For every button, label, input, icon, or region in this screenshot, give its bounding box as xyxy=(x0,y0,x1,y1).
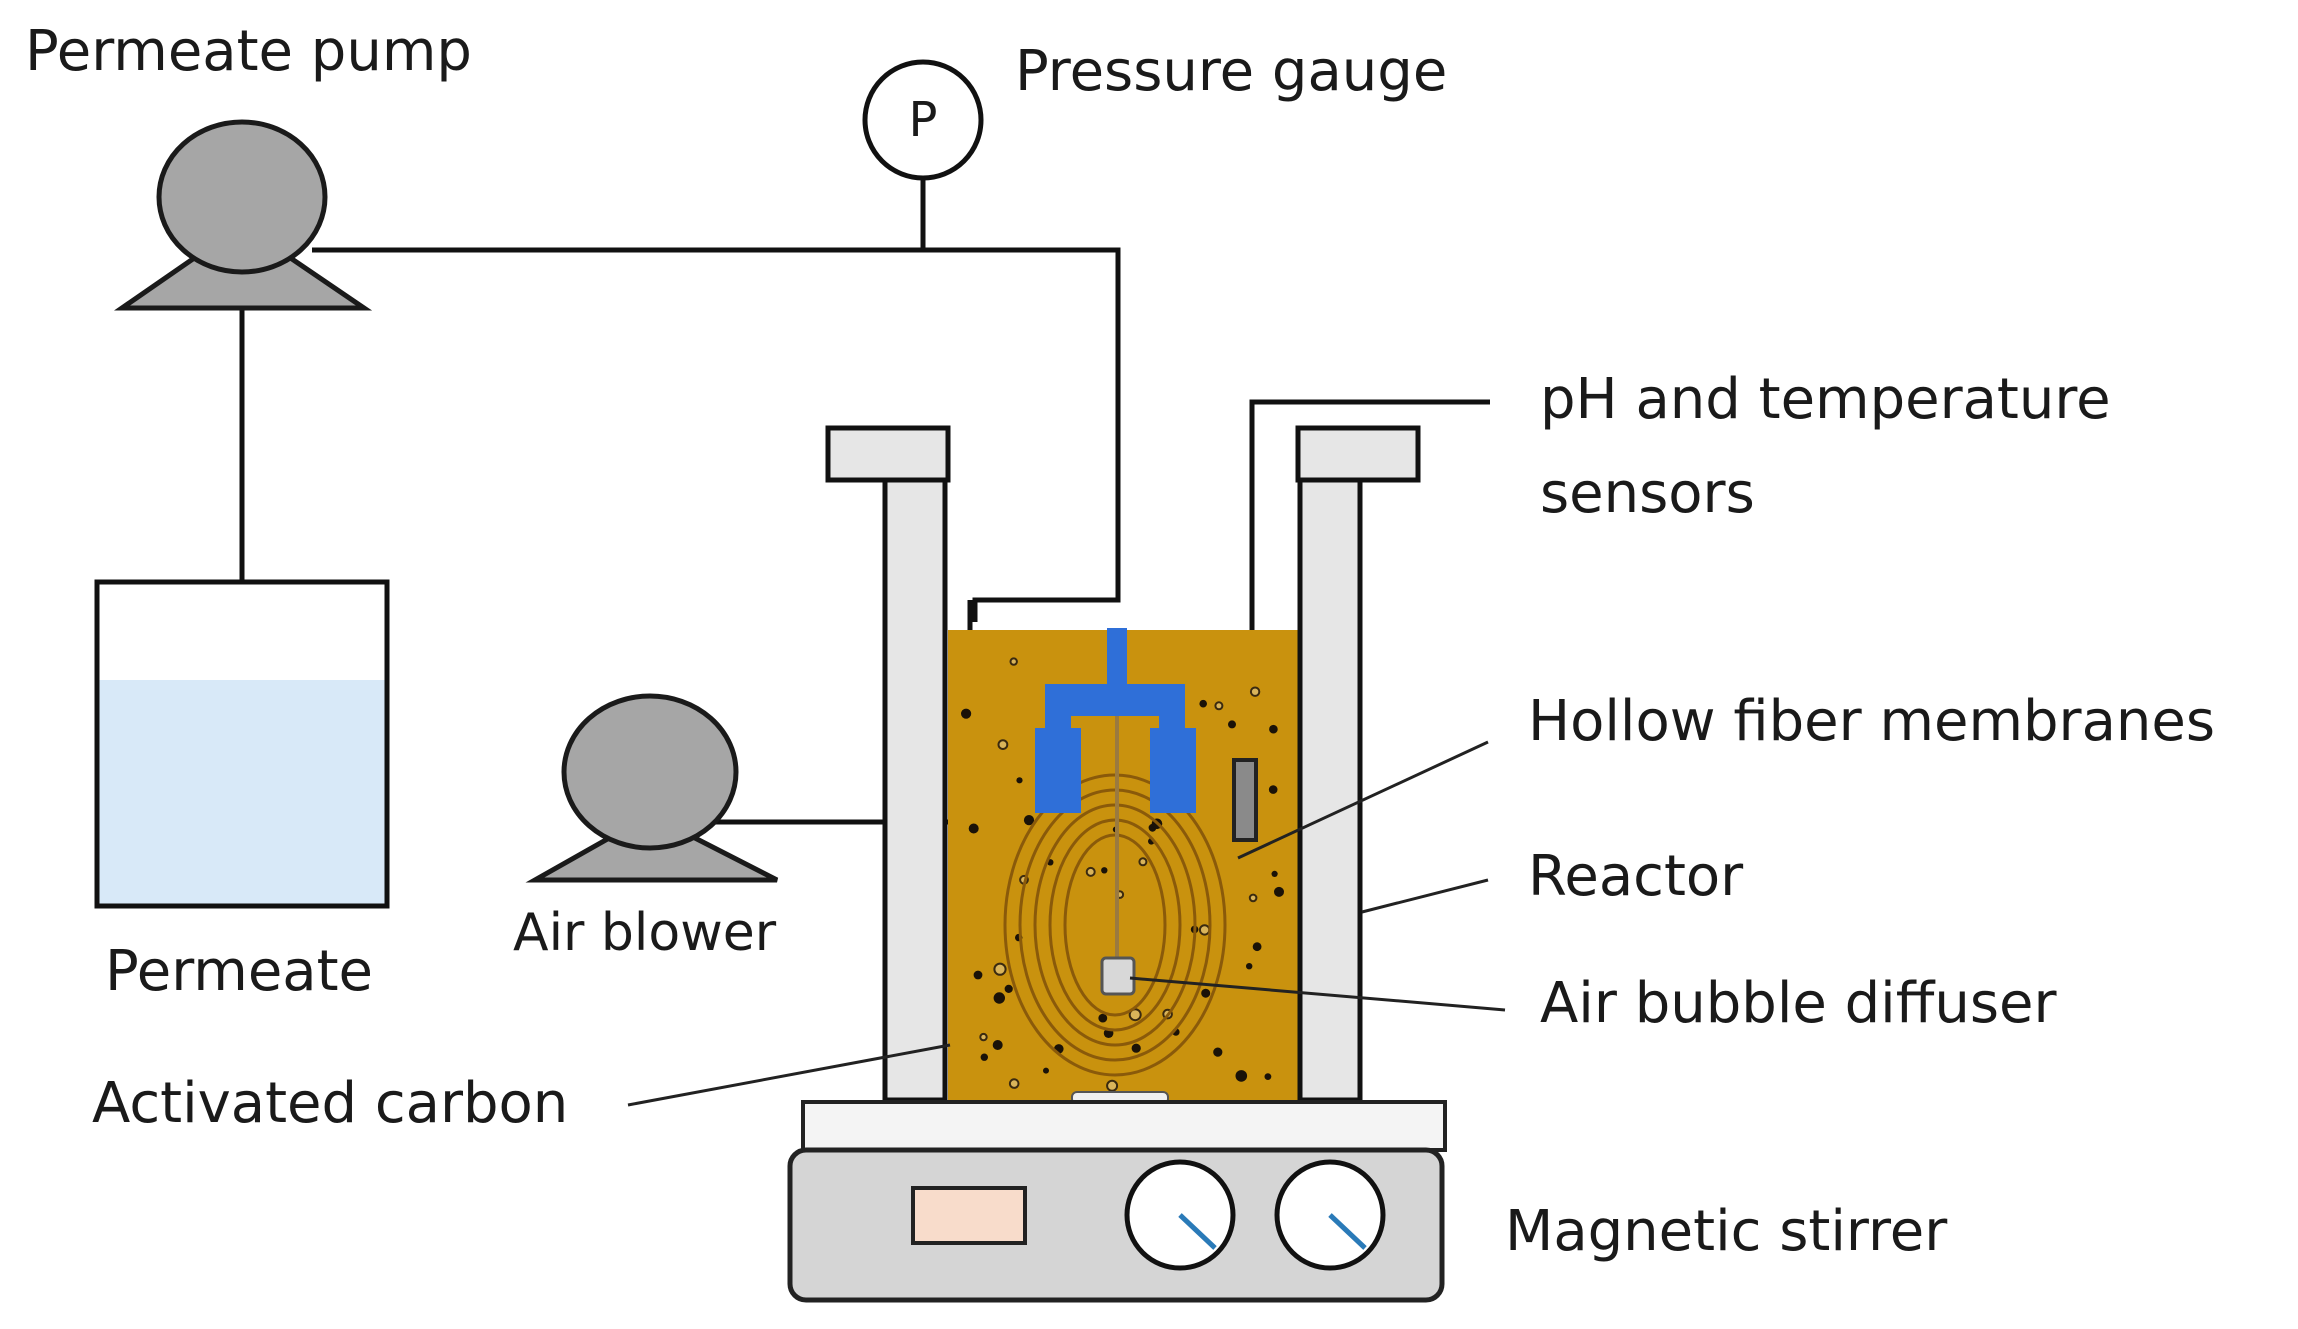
carbon-particle xyxy=(993,992,1005,1004)
pressure-gauge-dial xyxy=(862,59,984,181)
carbon-particle xyxy=(1274,886,1284,897)
carbon-particle xyxy=(1101,867,1108,874)
carbon-particle xyxy=(1252,942,1262,952)
magnetic-stirrer xyxy=(787,1091,1447,1303)
leader-lines xyxy=(627,740,1506,1107)
membrane-module xyxy=(1035,628,1196,813)
ph-temperature-probe xyxy=(1232,758,1258,842)
carbon-particle xyxy=(1228,720,1236,729)
module-stem xyxy=(1107,628,1127,686)
carbon-particle xyxy=(1198,924,1211,936)
permeate-tank-outline xyxy=(94,579,390,909)
diffuser-leader xyxy=(1129,976,1506,1012)
permeate-tank xyxy=(94,579,390,909)
stirrer-heat-dial xyxy=(1274,1159,1386,1271)
carbon-particle xyxy=(979,1032,988,1042)
carbon-particle xyxy=(961,708,972,719)
carbon-particle xyxy=(1248,893,1258,903)
carbon-particle xyxy=(973,970,983,980)
carbon-particle xyxy=(980,1053,988,1061)
magnetic-stirrer-label: Magnetic stirrer xyxy=(1505,1199,1948,1264)
ph-temp-label-line2: sensors xyxy=(1540,461,1755,526)
carbon-particle xyxy=(1008,1078,1020,1089)
module-manifold xyxy=(1045,684,1185,716)
reactor-label: Reactor xyxy=(1528,844,1744,909)
permeate-pump-label: Permeate pump xyxy=(25,19,472,84)
carbon-particle xyxy=(1214,701,1224,711)
pressure-gauge-label: Pressure gauge xyxy=(1015,39,1447,104)
carbon-particle xyxy=(997,739,1009,750)
speed-dial-needle xyxy=(1178,1213,1217,1250)
activated-carbon-label: Activated carbon xyxy=(92,1071,568,1136)
module-left-header xyxy=(1035,728,1081,813)
heat-dial-needle xyxy=(1328,1213,1367,1250)
ph-temp-label-line1: pH and temperature xyxy=(1540,367,2111,432)
hollow-fiber-label: Hollow fiber membranes xyxy=(1528,689,2215,754)
reactor-right-wall xyxy=(1297,477,1363,1103)
carbon-particle xyxy=(1249,686,1261,697)
permeate-line xyxy=(312,247,1121,622)
carbon-particle xyxy=(1264,1073,1272,1080)
reactor-left-cap xyxy=(825,425,951,483)
carbon-particle xyxy=(1269,724,1278,734)
reactor-right-cap xyxy=(1295,425,1421,483)
carbon-particle xyxy=(1201,988,1211,998)
carbon-particle xyxy=(1085,866,1096,877)
air-bubble-diffuser-head xyxy=(1100,956,1136,996)
permeate-pump xyxy=(113,119,373,311)
carbon-particle xyxy=(1009,657,1018,666)
carbon-particle xyxy=(1004,984,1013,994)
carbon-particle xyxy=(968,823,979,834)
reactor xyxy=(825,425,1421,1103)
carbon-particle xyxy=(1213,1047,1223,1057)
carbon-particle xyxy=(1138,857,1148,867)
air-blower-body xyxy=(561,693,739,851)
carbon-particle xyxy=(1043,1067,1049,1074)
carbon-particle xyxy=(993,962,1007,976)
air-blower-label: Air blower xyxy=(513,903,777,963)
carbon-particle xyxy=(1199,699,1207,708)
stirrer-display xyxy=(911,1186,1027,1245)
reactor-leader xyxy=(1361,878,1489,914)
carbon-particle xyxy=(1023,815,1035,826)
gauge-symbol: P xyxy=(909,92,938,148)
carbon-particle xyxy=(1246,963,1253,970)
permeate-liquid xyxy=(97,680,387,906)
carbon-particle xyxy=(1268,785,1278,794)
carbon-particle xyxy=(1106,1079,1119,1092)
carbon-particle xyxy=(1131,1043,1141,1053)
pressure-gauge xyxy=(862,59,984,181)
carbon-particle xyxy=(1098,1013,1108,1023)
air-bubble-diffuser-label: Air bubble diffuser xyxy=(1540,971,2057,1036)
carbon-particle xyxy=(1016,777,1023,784)
carbon-particle xyxy=(1271,870,1278,878)
module-right-header xyxy=(1150,728,1196,813)
module-right-arm xyxy=(1159,712,1185,730)
activated-carbon-leader xyxy=(627,1043,951,1107)
air-blower xyxy=(525,693,779,883)
module-left-arm xyxy=(1045,712,1071,730)
carbon-particle xyxy=(1235,1070,1248,1082)
reactor-left-wall xyxy=(882,477,948,1103)
hollow-fiber-leader xyxy=(1237,740,1489,860)
permeate-label: Permeate xyxy=(105,939,373,1004)
stirrer-top-plate xyxy=(801,1100,1447,1152)
stirrer-speed-dial xyxy=(1124,1159,1236,1271)
carbon-particle xyxy=(992,1040,1003,1050)
permeate-pump-body xyxy=(156,119,328,275)
